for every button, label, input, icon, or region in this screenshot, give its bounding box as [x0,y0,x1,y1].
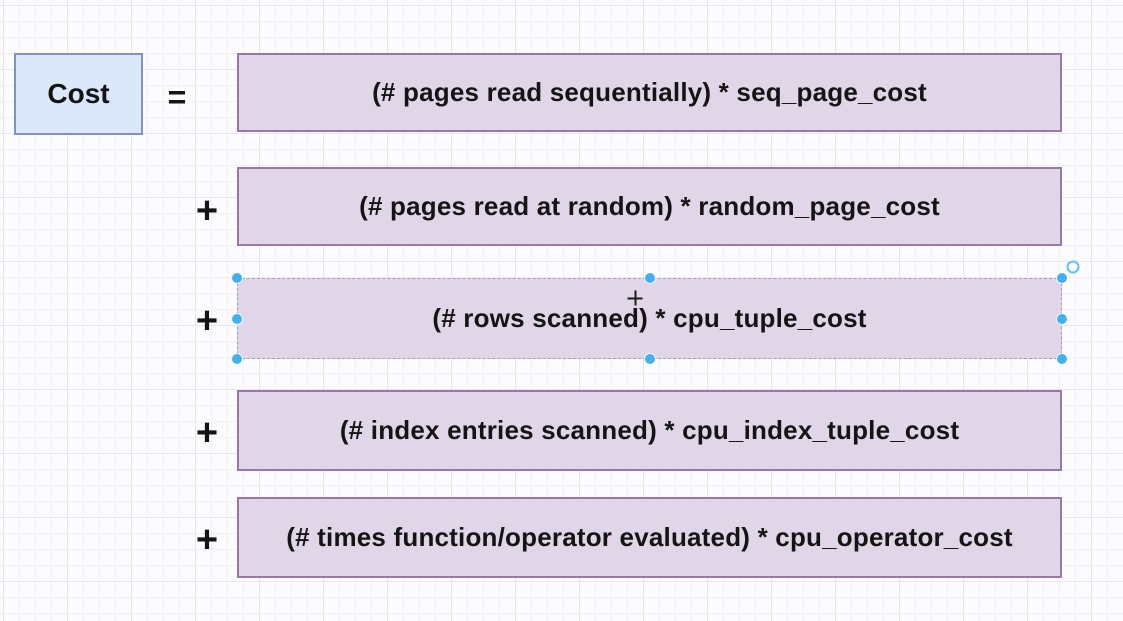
selection-handle-bottom-right[interactable] [1057,354,1067,364]
selection-handle-mid-right[interactable] [1057,314,1067,324]
selection-handle-top-right[interactable] [1057,273,1067,283]
plus-sign[interactable]: + [195,519,219,561]
selection-handle-bottom-center[interactable] [645,354,655,364]
term-box-seq-page-cost[interactable]: (# pages read sequentially) * seq_page_c… [237,53,1062,132]
term-label: (# pages read at random) * random_page_c… [359,191,940,221]
selection-handle-top-left[interactable] [232,273,242,283]
term-box-random-page-cost[interactable]: (# pages read at random) * random_page_c… [237,167,1062,246]
term-label: (# pages read sequentially) * seq_page_c… [372,77,927,107]
selection-handle-mid-left[interactable] [232,314,242,324]
term-label: (# times function/operator evaluated) * … [286,522,1013,552]
term-label: (# rows scanned) * cpu_tuple_cost [432,303,867,333]
term-box-cpu-operator-cost[interactable]: (# times function/operator evaluated) * … [237,497,1062,578]
plus-sign[interactable]: + [195,190,219,232]
term-box-cpu-tuple-cost[interactable]: (# rows scanned) * cpu_tuple_cost [237,278,1062,359]
cost-label: Cost [47,78,110,109]
rotate-handle-icon[interactable] [1066,260,1080,274]
cost-box[interactable]: Cost [14,53,143,135]
selection-handle-bottom-left[interactable] [232,354,242,364]
plus-sign[interactable]: + [195,300,219,342]
term-label: (# index entries scanned) * cpu_index_tu… [339,415,960,445]
selection-handle-top-center[interactable] [645,273,655,283]
equals-sign[interactable]: = [167,79,187,115]
term-box-cpu-index-tuple-cost[interactable]: (# index entries scanned) * cpu_index_tu… [237,390,1062,471]
plus-sign[interactable]: + [195,412,219,454]
